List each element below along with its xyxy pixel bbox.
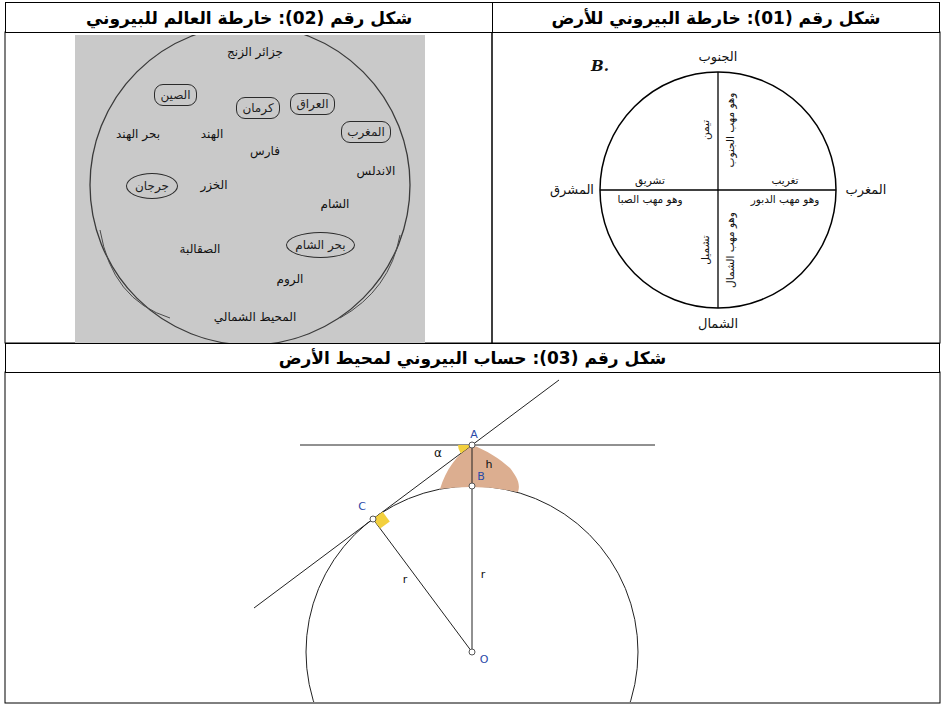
table-cell [5,372,940,703]
axis-note: تشريق [635,175,665,187]
table-cell [492,32,940,343]
map-text: الشام [321,198,350,211]
figure-heading: شكل رقم (03): حساب البيروني لمحيط الأرض [279,348,667,368]
map-region: جرجان [126,173,178,199]
map-text: الخزر [200,179,227,192]
map-text: الاندلس [357,165,396,178]
length-label: r [481,569,486,581]
map-region: كرمان [236,97,280,119]
region-name: كرمان [242,101,273,115]
axis-note: وهو مهب الدبور [751,194,820,206]
axis-note: وهو مهب الصبا [617,194,682,206]
height-label: h [486,459,493,471]
direction-name: الجنوب [699,50,738,64]
region-name: بحر الشام [295,238,345,252]
map-text: الصقالبة [180,243,221,256]
map-region: العراق [290,93,335,115]
region-name: العراق [296,97,328,111]
map-text: المحيط الشمالي [214,311,296,324]
point-label: O [480,654,489,666]
axis-note: تشميل [700,235,712,264]
map-text: فارس [250,145,280,158]
point-label: B [477,471,485,483]
region-name: الصين [160,88,190,102]
map-text: بحر الهند [116,128,160,141]
point-label: A [470,429,478,441]
axis-note: تغريب [771,175,798,187]
length-label: r [403,574,408,586]
angle-label: α [434,447,442,460]
map-text: جزائر الزنج [227,46,283,59]
direction-name: المشرق [550,183,594,197]
figure-heading: شكل رقم (02): خارطة العالم للبيروني [86,8,412,28]
figure-heading: شكل رقم (01): خارطة البيروني للأرض [551,8,880,28]
axis-note: وهو مهب الشمال [725,212,737,288]
table-header-cell: شكل رقم (01): خارطة البيروني للأرض [492,2,940,33]
direction-name: الشمال [698,317,738,331]
world-map-scan [75,25,425,345]
region-name: جرجان [135,179,169,193]
circumference-geometry [254,380,655,705]
table-cell [5,32,492,343]
map-region: الصين [154,84,197,106]
map-region: المغرب [341,121,391,143]
table-header-cell: شكل رقم (03): حساب البيروني لمحيط الأرض [5,343,940,373]
point-label: C [358,501,366,513]
axis-note: تيمن [700,120,712,140]
map-text: الروم [277,273,304,286]
figure-letter: B. [591,58,609,75]
earth-circle-figure [600,72,836,308]
direction-name: المغرب [846,183,887,197]
region-name: المغرب [347,125,385,139]
axis-note: وهو مهب الجنوب [725,93,737,168]
map-sea: بحر الشام [286,232,355,258]
map-text: الهند [201,128,223,141]
table-header-cell: شكل رقم (02): خارطة العالم للبيروني [5,2,493,33]
